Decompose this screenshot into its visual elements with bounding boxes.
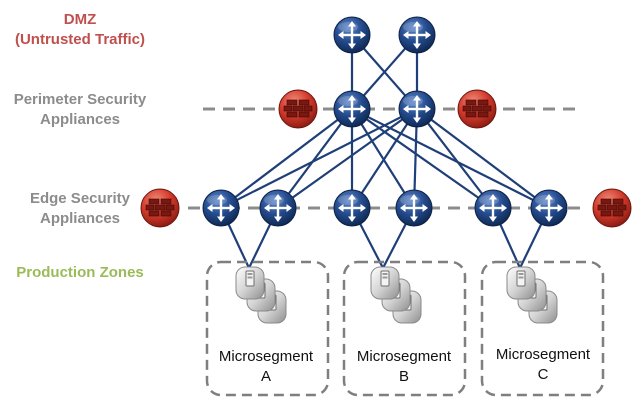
server-stack-icon-b bbox=[371, 267, 421, 323]
microsegment-b-letter: B bbox=[399, 368, 409, 385]
microsegment-a-box bbox=[205, 260, 330, 397]
router-icon-dmz-2 bbox=[398, 16, 436, 54]
router-icon-edge-3 bbox=[333, 189, 371, 227]
microsegment-c-label: Microsegment bbox=[496, 346, 591, 363]
link-p1-e5 bbox=[351, 108, 494, 209]
microsegment-b-label: Microsegment bbox=[357, 348, 452, 365]
server-stack-icon-a bbox=[236, 267, 286, 323]
firewall-icon-perimeter-left bbox=[278, 89, 318, 129]
edge-tier-sublabel: Appliances bbox=[40, 210, 120, 227]
link-p1-e2 bbox=[277, 108, 353, 209]
dmz-label: DMZ bbox=[64, 11, 97, 28]
firewall-icon-edge-left bbox=[140, 188, 180, 228]
microsegment-a-letter: A bbox=[261, 368, 271, 385]
router-icon-edge-1 bbox=[202, 189, 240, 227]
microsegment-a-label: Microsegment bbox=[219, 348, 314, 365]
dmz-sublabel: (Untrusted Traffic) bbox=[15, 31, 145, 48]
router-icon-dmz-1 bbox=[333, 16, 371, 54]
perimeter-tier-sublabel: Appliances bbox=[40, 111, 120, 128]
link-p1-e1 bbox=[220, 108, 353, 209]
router-icon-edge-6 bbox=[530, 189, 568, 227]
link-p1-e6 bbox=[351, 108, 550, 209]
firewall-icon-perimeter-right bbox=[457, 89, 497, 129]
network-links bbox=[220, 34, 550, 269]
router-icon-perimeter-2 bbox=[398, 90, 436, 128]
link-p2-e2 bbox=[277, 108, 418, 209]
server-stack-icon-c bbox=[507, 267, 557, 323]
link-p2-e6 bbox=[416, 108, 550, 209]
firewall-icon-edge-right bbox=[592, 188, 632, 228]
microsegment-c-letter: C bbox=[538, 366, 549, 383]
edge-tier-label: Edge Security bbox=[30, 190, 131, 207]
router-icon-edge-2 bbox=[259, 189, 297, 227]
microsegment-c-box bbox=[480, 260, 605, 397]
router-icon-edge-5 bbox=[474, 189, 512, 227]
link-p2-e3 bbox=[351, 108, 418, 209]
production-zones-label: Production Zones bbox=[16, 264, 144, 281]
link-p2-e1 bbox=[220, 108, 418, 209]
perimeter-tier-label: Perimeter Security bbox=[14, 91, 147, 108]
microsegment-b-box bbox=[342, 260, 467, 397]
router-icon-perimeter-1 bbox=[333, 90, 371, 128]
link-p2-e5 bbox=[416, 108, 494, 209]
router-icon-edge-4 bbox=[395, 189, 433, 227]
link-p1-e4 bbox=[351, 108, 415, 209]
